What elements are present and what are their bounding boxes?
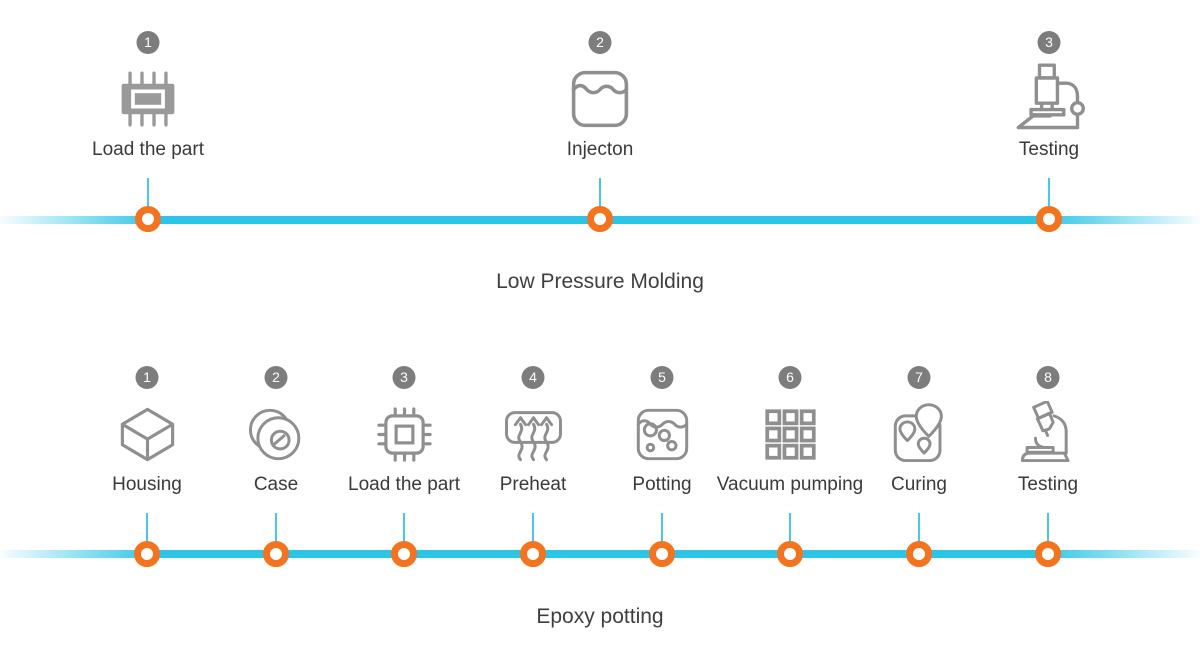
step-number-badge: 3	[1037, 31, 1061, 54]
step-number-badge: 3	[392, 366, 416, 389]
step-label: Preheat	[499, 474, 567, 495]
connector-line	[1047, 513, 1049, 543]
bubbles-tank-icon	[617, 394, 707, 474]
step-preheat: 4 Preheat	[423, 366, 643, 576]
timeline-marker	[263, 541, 289, 567]
step-load-the-part-bottom: 3 Load the part	[294, 366, 514, 576]
step-label: Vacuum pumping	[716, 474, 864, 495]
step-label: Curing	[891, 474, 947, 495]
step-label: Testing	[1017, 474, 1079, 495]
section-title-epoxy-potting: Epoxy potting	[536, 605, 664, 628]
timeline-bar-bottom	[0, 550, 1200, 558]
cube-icon	[102, 394, 192, 474]
step-label: Housing	[112, 474, 182, 495]
connector-line	[403, 513, 405, 543]
connector-line	[532, 513, 534, 543]
connector-line	[146, 513, 148, 543]
connector-line	[661, 513, 663, 543]
step-label: Potting	[632, 474, 692, 495]
connector-line	[599, 178, 601, 208]
heat-arrows-icon	[488, 394, 578, 474]
step-label: Testing	[1018, 139, 1080, 160]
step-injecton: 2 Injecton	[490, 31, 710, 241]
step-vacuum-pumping: 6 Vacuum pumping	[680, 366, 900, 576]
liquid-tank-icon	[555, 59, 645, 139]
connector-line	[789, 513, 791, 543]
timeline-marker	[520, 541, 546, 567]
step-label: Case	[253, 474, 299, 495]
step-label: Load the part	[92, 139, 204, 160]
step-number-badge: 2	[588, 31, 612, 54]
timeline-marker	[1035, 541, 1061, 567]
timeline-marker	[906, 541, 932, 567]
timeline-marker	[649, 541, 675, 567]
section-title-low-pressure-molding: Low Pressure Molding	[496, 270, 704, 293]
connector-line	[1048, 178, 1050, 208]
step-number-badge: 2	[264, 366, 288, 389]
step-testing-bottom: 8 Testing	[938, 366, 1158, 576]
timeline-marker	[587, 206, 613, 232]
microscope-tilted-icon	[1003, 394, 1093, 474]
step-number-badge: 1	[136, 31, 160, 54]
step-housing: 1 Housing	[37, 366, 257, 576]
connector-line	[275, 513, 277, 543]
timeline-marker	[391, 541, 417, 567]
step-potting: 5 Potting	[552, 366, 772, 576]
step-number-badge: 1	[135, 366, 159, 389]
step-load-the-part-top: 1 Load the part	[38, 31, 258, 241]
chip-icon	[103, 59, 193, 139]
timeline-marker	[134, 541, 160, 567]
timeline-marker	[135, 206, 161, 232]
map-pins-icon	[874, 394, 964, 474]
step-number-badge: 8	[1036, 366, 1060, 389]
timeline-marker	[1036, 206, 1062, 232]
step-curing: 7 Curing	[809, 366, 1029, 576]
step-testing-top: 3 Testing	[939, 31, 1159, 241]
step-number-badge: 4	[521, 366, 545, 389]
grid-icon	[745, 394, 835, 474]
step-number-badge: 5	[650, 366, 674, 389]
step-number-badge: 6	[778, 366, 802, 389]
connector-line	[147, 178, 149, 208]
rings-icon	[231, 394, 321, 474]
connector-line	[918, 513, 920, 543]
microscope-icon	[1004, 59, 1094, 139]
step-label: Load the part	[348, 474, 460, 495]
step-number-badge: 7	[907, 366, 931, 389]
step-label: Injecton	[566, 139, 634, 160]
step-case: 2 Case	[166, 366, 386, 576]
chip-outline-icon	[359, 394, 449, 474]
timeline-marker	[777, 541, 803, 567]
